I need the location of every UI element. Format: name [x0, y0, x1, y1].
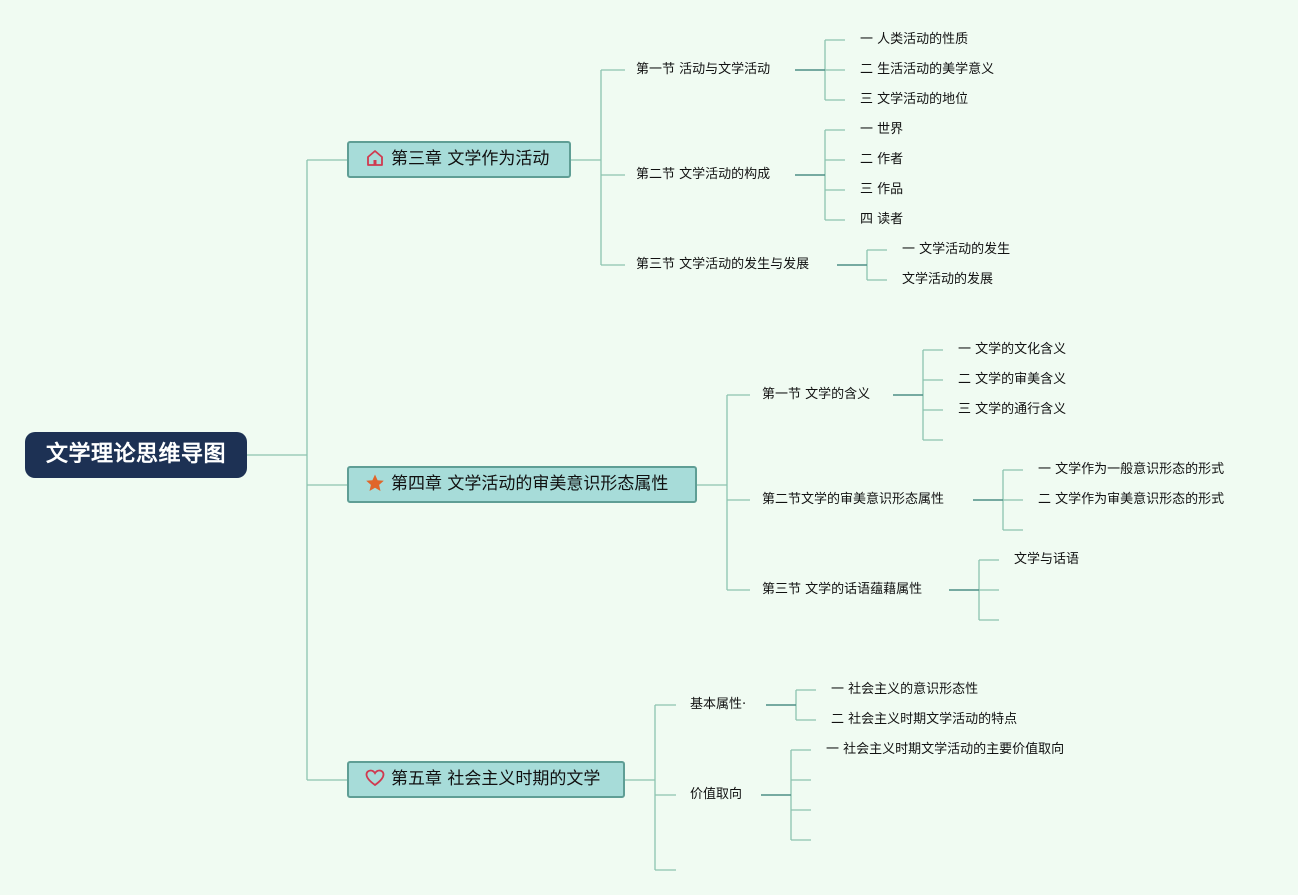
house-icon — [365, 148, 387, 168]
section-node[interactable]: 第二节 文学活动的构成 — [636, 167, 771, 182]
topic-node[interactable]: 一 文学的文化含义 — [958, 342, 1067, 357]
chapter-3-label: 第三章 文学作为活动 — [391, 149, 550, 169]
chapter-3-node[interactable]: 第三章 文学作为活动 — [347, 141, 571, 178]
root-node[interactable]: 文学理论思维导图 — [25, 432, 247, 478]
topic-node[interactable]: 文学活动的发展 — [902, 272, 994, 287]
topic-node[interactable]: 一 人类活动的性质 — [860, 32, 969, 47]
section-node[interactable]: 第二节文学的审美意识形态属性 — [762, 492, 945, 507]
topic-node[interactable]: 三 文学活动的地位 — [860, 92, 969, 107]
topic-node[interactable]: 二 社会主义时期文学活动的特点 — [831, 712, 1018, 727]
section-node[interactable]: 第三节 文学活动的发生与发展 — [636, 257, 810, 272]
section-node[interactable]: 基本属性· — [690, 697, 747, 712]
chapter-4-label: 第四章 文学活动的审美意识形态属性 — [391, 474, 669, 494]
topic-node[interactable]: 一 社会主义时期文学活动的主要价值取向 — [826, 742, 1065, 757]
topic-node[interactable]: 三 作品 — [860, 182, 904, 197]
topic-node[interactable]: 二 作者 — [860, 152, 904, 167]
star-icon — [365, 473, 387, 493]
topic-node[interactable]: 一 文学活动的发生 — [902, 242, 1011, 257]
topic-node[interactable]: 二 生活活动的美学意义 — [860, 62, 995, 77]
section-node[interactable]: 第一节 活动与文学活动 — [636, 62, 771, 77]
topic-node[interactable]: 三 文学的通行含义 — [958, 402, 1067, 417]
section-node[interactable]: 第三节 文学的话语蕴藉属性 — [762, 582, 923, 597]
chapter-5-node[interactable]: 第五章 社会主义时期的文学 — [347, 761, 625, 798]
topic-node[interactable]: 一 世界 — [860, 122, 904, 137]
topic-node[interactable]: 文学与话语 — [1014, 552, 1080, 567]
topic-node[interactable]: 四 读者 — [860, 212, 904, 227]
topic-node[interactable]: 二 文学的审美含义 — [958, 372, 1067, 387]
topic-node[interactable]: 一 社会主义的意识形态性 — [831, 682, 979, 697]
chapter-5-label: 第五章 社会主义时期的文学 — [391, 769, 601, 789]
section-node[interactable]: 价值取向 — [690, 787, 743, 802]
topic-node[interactable]: 二 文学作为审美意识形态的形式 — [1038, 492, 1225, 507]
chapter-4-node[interactable]: 第四章 文学活动的审美意识形态属性 — [347, 466, 697, 503]
section-node[interactable]: 第一节 文学的含义 — [762, 387, 871, 402]
topic-node[interactable]: 一 文学作为一般意识形态的形式 — [1038, 462, 1225, 477]
heart-icon — [365, 768, 387, 788]
